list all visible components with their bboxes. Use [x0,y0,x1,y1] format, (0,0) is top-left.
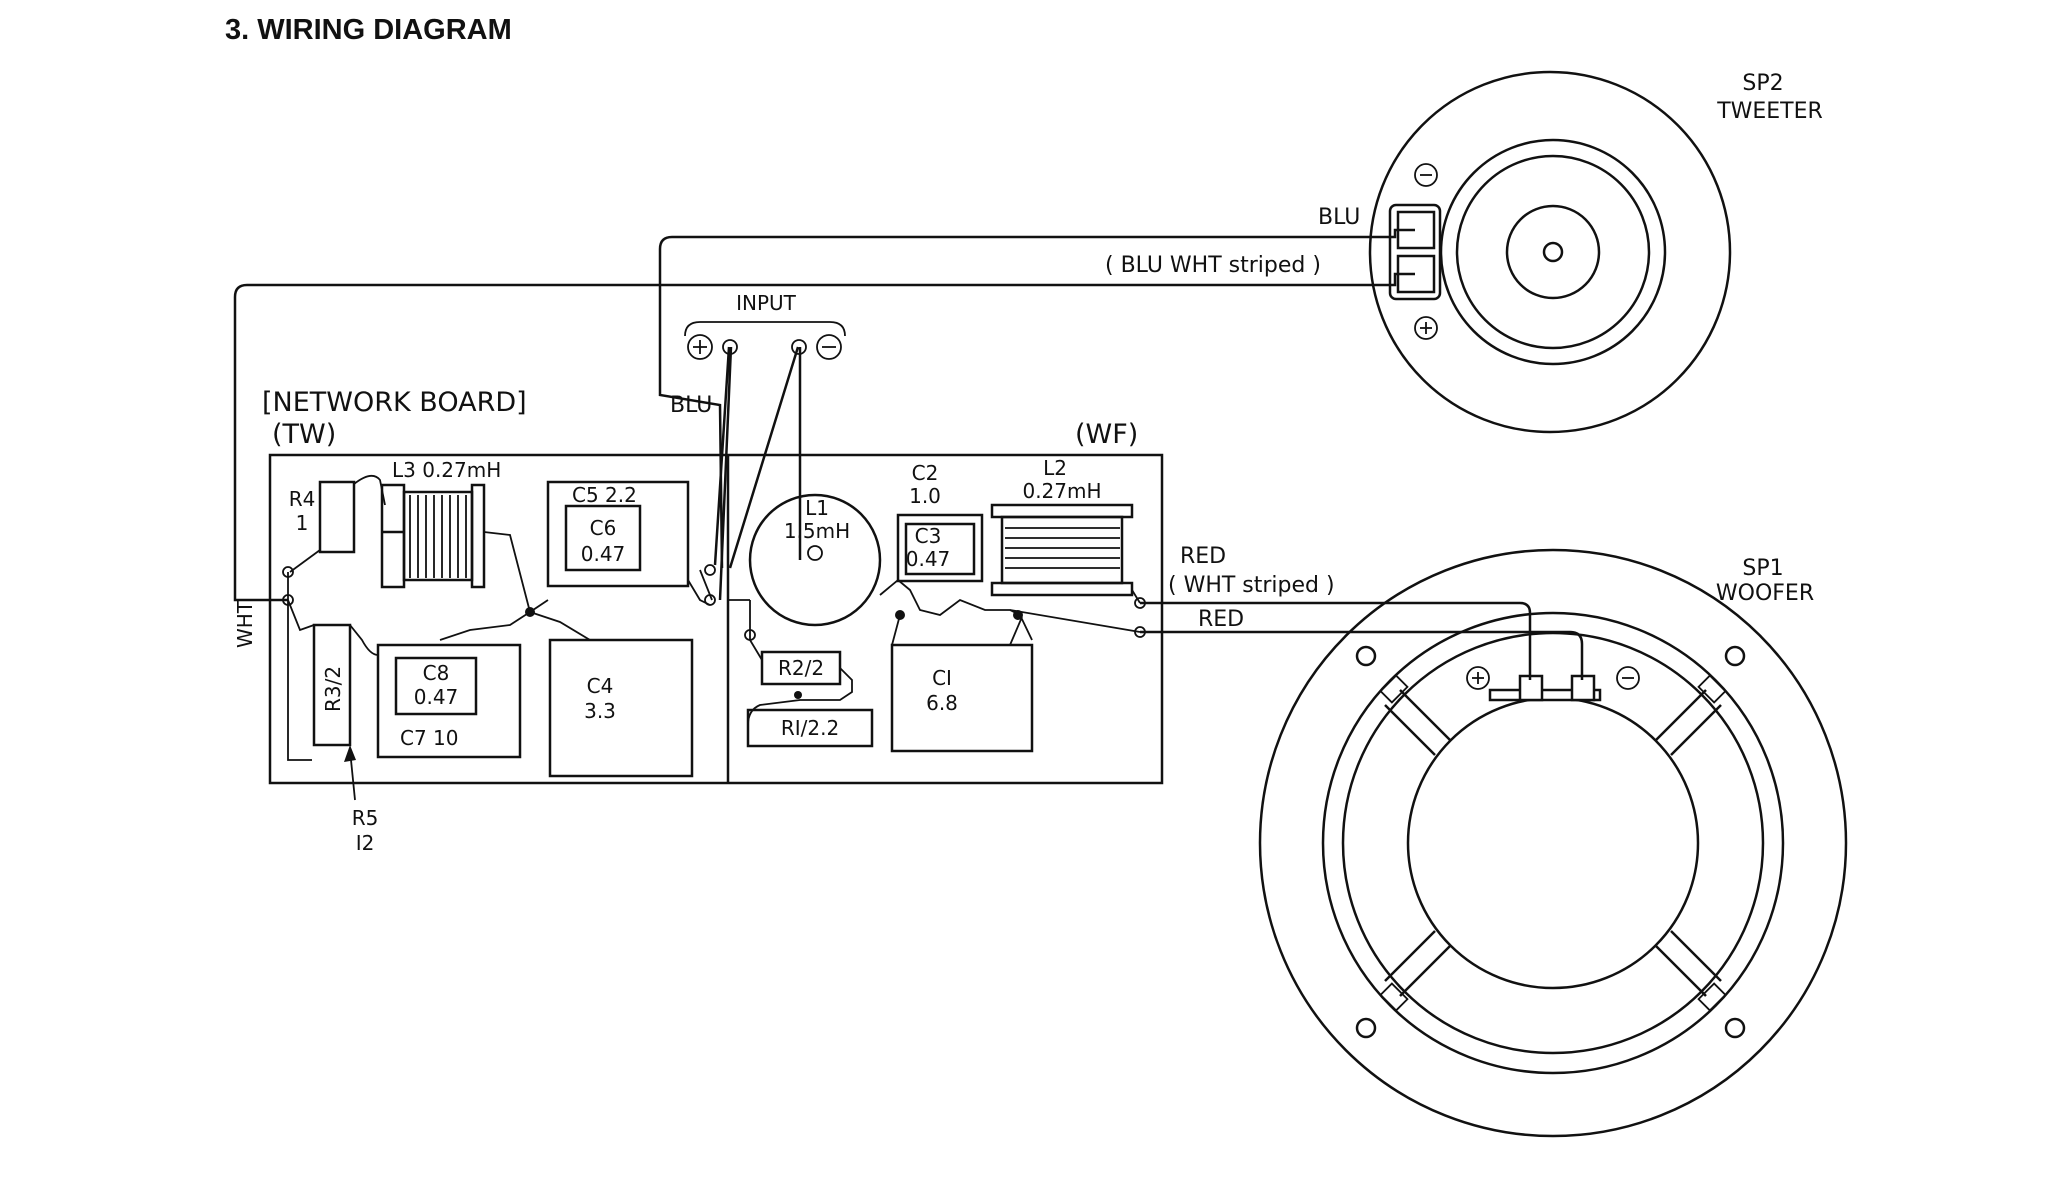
r5-name: R5 [352,806,379,830]
network-board-title: [NETWORK BOARD] [262,387,527,418]
r4-name: R4 [289,487,316,511]
c6-name: C6 [590,516,617,540]
l2-value: 0.27mH [1022,479,1101,503]
board-section-wf: (WF) [1075,419,1138,450]
r1-label: RI/2.2 [781,716,839,740]
woofer-type: WOOFER [1716,581,1814,606]
c3-value: 0.47 [906,547,951,571]
r3-label: R3/2 [321,666,345,712]
wire-label-blu-side: BLU [670,393,712,418]
l2-name: L2 [1043,456,1067,480]
tweeter-type: TWEETER [1716,99,1823,124]
page-title: 3. WIRING DIAGRAM [225,14,512,46]
wire-label-red-top: RED [1180,544,1226,569]
wire-label-blu-wht-striped: ( BLU WHT striped ) [1105,253,1321,278]
tweeter-name: SP2 [1742,71,1783,96]
c8-name: C8 [423,661,450,685]
c7-label: C7 10 [400,726,459,750]
c1-value: 6.8 [926,691,958,715]
wire-label-wht-striped: ( WHT striped ) [1168,573,1335,598]
board-section-tw: (TW) [272,419,336,450]
c5-label: C5 2.2 [572,483,637,507]
network-board [268,453,1164,801]
wire-label-blu-tweeter: BLU [1318,205,1360,230]
wire-label-red-bottom: RED [1198,607,1244,632]
wire-paths [233,228,1584,680]
woofer-name: SP1 [1742,556,1783,581]
r4-value: 1 [296,511,309,535]
c2-value: 1.0 [909,484,941,508]
l3-label: L3 0.27mH [392,458,501,482]
wire-label-wht: WHT [233,600,257,648]
l1-name: L1 [805,496,829,520]
woofer-speaker [1258,548,1848,1138]
input-label: INPUT [736,291,797,315]
tweeter-speaker [1368,70,1732,434]
c4-name: C4 [587,674,614,698]
c4-value: 3.3 [584,699,616,723]
c8-value: 0.47 [414,685,459,709]
r5-value: I2 [356,831,375,855]
input-terminals [684,321,846,360]
c2-name: C2 [912,461,939,485]
c6-value: 0.47 [581,542,626,566]
r2-label: R2/2 [778,656,824,680]
c3-name: C3 [915,524,942,548]
c1-name: CI [932,666,952,690]
l1-value: 1.5mH [784,519,850,543]
